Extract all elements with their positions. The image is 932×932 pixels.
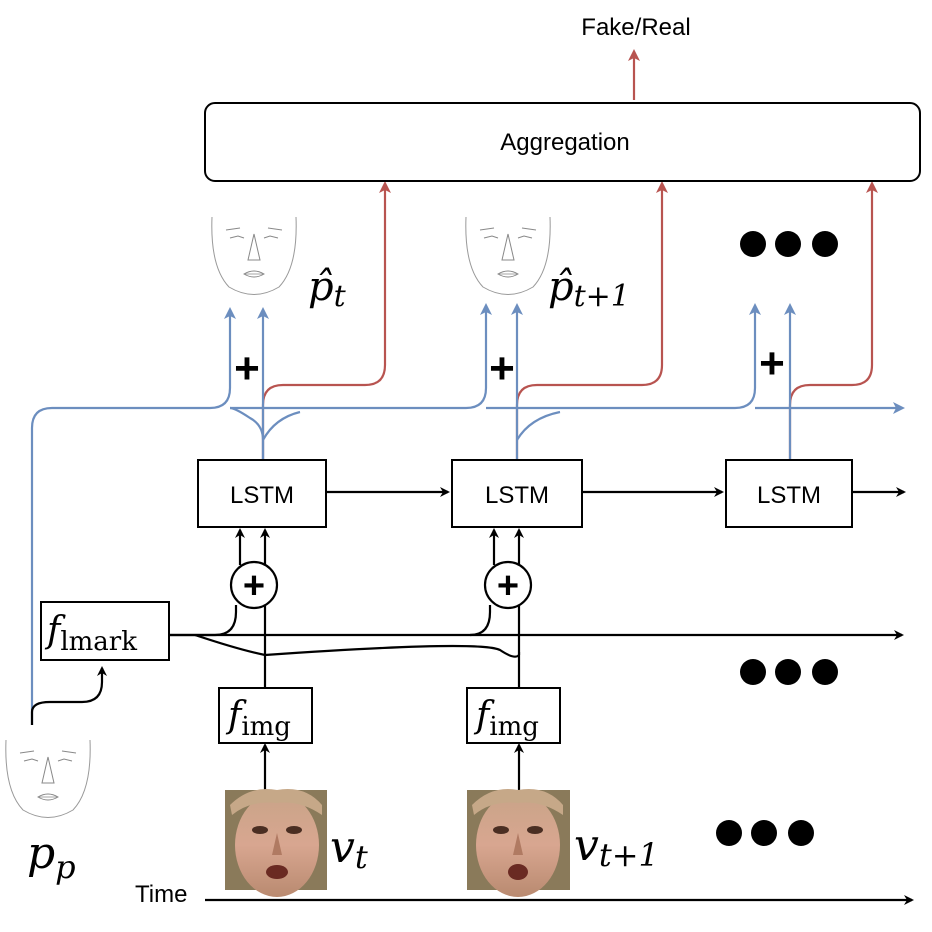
fimg1-connect <box>194 633 267 688</box>
blue-merge-2 <box>516 410 561 441</box>
lstm-box-3 <box>725 459 853 528</box>
pp-to-flmark <box>30 666 107 725</box>
svg-text:+: + <box>497 565 519 607</box>
video-frame-t1 <box>467 789 570 897</box>
blue-arrow-pp-2 <box>230 303 492 410</box>
blue-merge-1 <box>229 406 265 460</box>
lstm-label: LSTM <box>757 482 821 509</box>
plus-sign: + <box>759 339 785 388</box>
lstm-box-2 <box>451 459 583 528</box>
blue-arrow-pp-3 <box>486 303 761 410</box>
blue-arrow-hidden-1 <box>263 310 301 460</box>
blue-connections <box>30 303 905 725</box>
lstm-label: LSTM <box>230 482 294 509</box>
face-landmark-icon <box>465 216 551 295</box>
flmark-to-plus2 <box>170 605 492 637</box>
f-img-box-2 <box>466 687 561 744</box>
time-label: Time <box>135 881 187 908</box>
svg-text:+: + <box>243 565 265 607</box>
face-landmark-icon <box>5 739 91 818</box>
f-img-box-1 <box>218 687 313 744</box>
fimg2-connect <box>264 644 521 688</box>
blue-arrow-pp-1 <box>30 307 236 725</box>
aggregation-label: Aggregation <box>500 129 629 156</box>
video-frame-t <box>225 789 327 897</box>
ellipsis-icon <box>716 820 814 846</box>
ellipsis-icon <box>740 659 838 685</box>
lstm-label: LSTM <box>485 482 549 509</box>
add-node-1: + <box>229 560 279 610</box>
add-node-2: + <box>483 560 533 610</box>
p-hat-t-label: p̂t <box>308 264 347 314</box>
p-hat-t1-label: p̂t+1 <box>548 264 630 314</box>
p-p-label: pp <box>27 828 76 886</box>
output-label: Fake/Real <box>581 14 690 41</box>
f-lmark-box <box>40 601 170 661</box>
black-connections <box>30 487 914 905</box>
v-t1-label: vt+1 <box>574 820 659 874</box>
v-t-label: vt <box>330 822 368 876</box>
ellipsis-icon <box>740 231 838 257</box>
red-arrow-3 <box>788 181 878 460</box>
face-landmark-icon <box>211 216 297 295</box>
lstm-box-1 <box>197 459 327 528</box>
aggregation-box <box>204 102 921 182</box>
plus-sign: + <box>234 344 260 393</box>
flmark-to-plus1 <box>170 605 238 637</box>
plus-sign: + <box>489 344 515 393</box>
